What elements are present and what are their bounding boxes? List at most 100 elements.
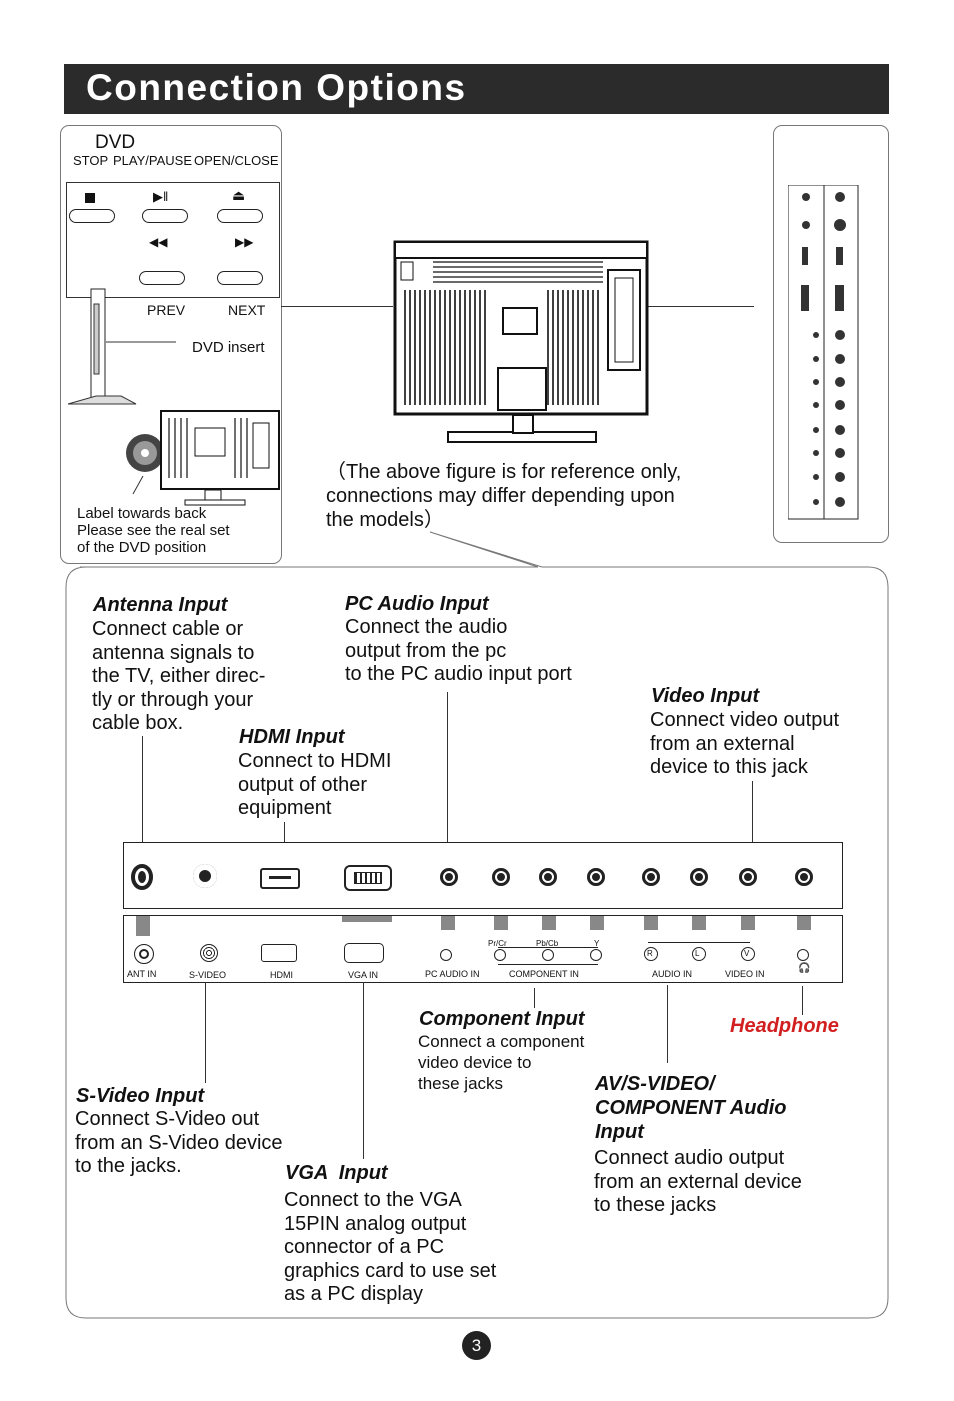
pc-audio-port [440, 868, 458, 886]
vga-in-label: VGA IN [348, 970, 379, 980]
antenna-heading: Antenna Input [93, 594, 228, 616]
tv-side-view-illustration [67, 288, 176, 405]
title-bar: Connection Options [64, 64, 889, 114]
dvd-insert-label: DVD insert [192, 339, 265, 356]
vga-port [344, 865, 392, 891]
audio-l-port [690, 868, 708, 886]
component-text: Connect a component video device to thes… [418, 1032, 585, 1093]
antenna-text: Connect cable or antenna signals to the … [92, 618, 266, 734]
av-audio-text: Connect audio output from an external de… [594, 1147, 802, 1216]
component-pr-port [492, 868, 510, 886]
tv-to-side-panel-leader [648, 306, 754, 307]
vga-leader [363, 982, 364, 1159]
port-strip-lower: 🎧 Pr/Cr Pb/Cb Y R L V ANT IN S-VIDEO HDM… [123, 915, 843, 983]
headphone-jack [797, 949, 809, 961]
component-in-label: COMPONENT IN [509, 969, 579, 979]
stop-label: STOP [73, 153, 109, 168]
port-strip-upper [123, 842, 843, 909]
play-pause-icon: ▶‖ [153, 189, 169, 204]
component-leader [534, 988, 535, 1008]
component-heading: Component Input [419, 1008, 585, 1030]
dvd-button-box: ▶‖ ⏏ ◀◀ ▶▶ [66, 182, 280, 298]
svideo-port [193, 864, 217, 888]
side-connector-illustration [788, 185, 859, 520]
dvd-panel: DVD STOP PLAY/PAUSE OPEN/CLOSE ▶‖ ⏏ ◀◀ ▶… [60, 125, 282, 564]
tv-back-illustration [393, 240, 649, 443]
ant-in-label: ANT IN [127, 969, 157, 979]
y-jack [590, 949, 602, 961]
page-number: 3 [462, 1331, 491, 1360]
next-button[interactable] [217, 271, 263, 285]
pc-audio-jack [440, 949, 452, 961]
pr-jack [494, 949, 506, 961]
audio-r-port [642, 868, 660, 886]
pc-audio-text: Connect the audio output from the pc to … [345, 616, 572, 685]
video-heading: Video Input [651, 685, 760, 707]
stop-icon [85, 193, 95, 203]
svideo-text: Connect S-Video out from an S-Video devi… [75, 1108, 283, 1177]
component-y-port [587, 868, 605, 886]
vga-heading: VGA Input [285, 1162, 388, 1184]
video-in-port [739, 868, 757, 886]
dvd-note-line3: of the DVD position [77, 539, 207, 556]
ant-in-jack [134, 944, 154, 964]
headphone-heading: Headphone [730, 1015, 839, 1037]
open-close-label: OPEN/CLOSE [194, 153, 279, 168]
pc-audio-in-label: PC AUDIO IN [425, 969, 480, 979]
hdmi-port [260, 868, 300, 889]
v-jack [741, 947, 755, 961]
open-close-button[interactable] [217, 209, 263, 223]
pc-audio-leader [447, 692, 448, 860]
dvd-note-line2: Please see the real set [77, 522, 230, 539]
dvd-back-illustration [126, 410, 280, 506]
dvd-note-line1: Label towards back [77, 505, 207, 522]
prev-icon: ◀◀ [149, 235, 168, 249]
reference-note: （The above figure is for reference only,… [326, 461, 682, 531]
video-text: Connect video output from an external de… [650, 709, 840, 778]
hdmi-jack [261, 944, 297, 962]
pb-label: Pb/Cb [536, 939, 559, 948]
video-in-label: VIDEO IN [725, 969, 765, 979]
hdmi-text: Connect to HDMI output of other equipmen… [238, 750, 392, 819]
antenna-port [131, 864, 153, 890]
prev-button[interactable] [139, 271, 185, 285]
next-icon: ▶▶ [235, 235, 254, 249]
hdmi-label: HDMI [270, 970, 293, 980]
dvd-to-tv-leader [281, 306, 393, 307]
component-pb-port [539, 868, 557, 886]
antenna-leader [142, 736, 143, 866]
l-label: L [695, 949, 700, 958]
video-leader [752, 781, 753, 860]
headphone-icon: 🎧 [798, 963, 811, 974]
pc-audio-heading: PC Audio Input [345, 593, 489, 615]
av-audio-leader [667, 985, 668, 1063]
svideo-heading: S-Video Input [76, 1085, 205, 1107]
v-label: V [744, 949, 750, 958]
hdmi-heading: HDMI Input [239, 726, 345, 748]
prev-label: PREV [147, 302, 186, 318]
headphone-leader [802, 986, 803, 1015]
r-label: R [647, 949, 653, 958]
r-jack [644, 947, 658, 961]
stop-button[interactable] [69, 209, 115, 223]
av-audio-heading: AV/S-VIDEO/ COMPONENT Audio Input [595, 1073, 787, 1143]
vga-text: Connect to the VGA 15PIN analog output c… [284, 1189, 497, 1305]
pb-jack [542, 949, 554, 961]
dvd-heading: DVD [95, 132, 136, 153]
headphone-port [795, 868, 813, 886]
y-label: Y [594, 939, 600, 948]
audio-in-label: AUDIO IN [652, 969, 693, 979]
svideo-leader [205, 982, 206, 1083]
l-jack [692, 947, 706, 961]
svideo-label: S-VIDEO [189, 970, 227, 980]
pr-label: Pr/Cr [488, 939, 507, 948]
vga-jack [344, 943, 384, 963]
page-title: Connection Options [86, 67, 467, 108]
side-panel-frame [773, 125, 889, 543]
next-label: NEXT [228, 302, 266, 318]
eject-icon: ⏏ [232, 187, 246, 203]
play-pause-label: PLAY/PAUSE [113, 153, 192, 168]
svideo-jack [200, 944, 218, 962]
play-pause-button[interactable] [142, 209, 188, 223]
